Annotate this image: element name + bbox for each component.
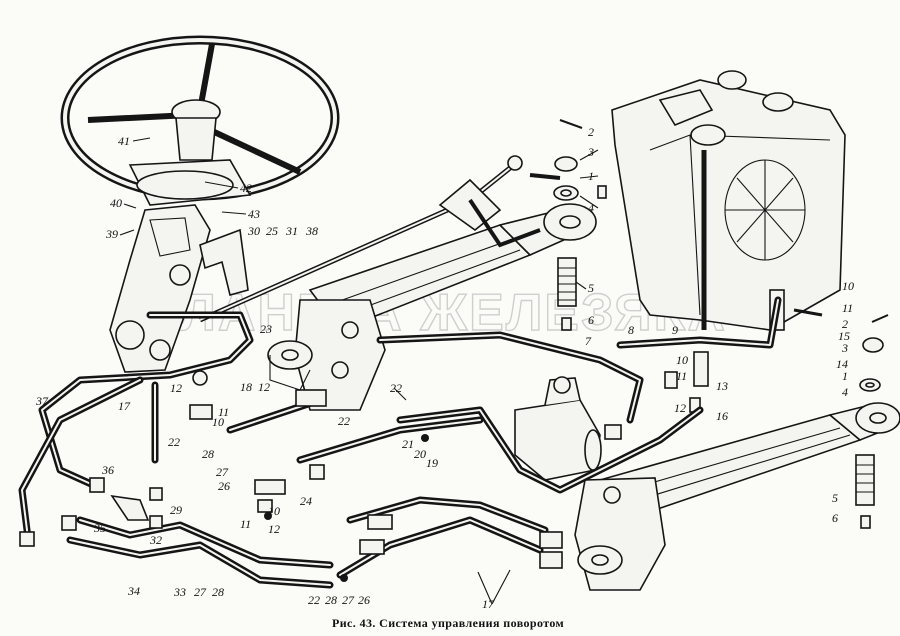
label-6-bottom: 6 — [832, 511, 838, 525]
label-6-top: 6 — [588, 313, 594, 327]
label-15: 15 — [838, 329, 850, 343]
label-10-mid: 10 — [676, 353, 688, 367]
label-26-left: 26 — [218, 479, 230, 493]
label-11-left: 11 — [218, 405, 229, 419]
label-25: 25 — [266, 224, 278, 238]
filter-canister — [514, 376, 602, 481]
label-28-bottom: 28 — [325, 593, 337, 607]
label-33: 33 — [173, 585, 186, 599]
steering-column — [109, 204, 249, 373]
label-3-right: 3 — [841, 341, 848, 355]
label-28-bottom-left: 28 — [212, 585, 224, 599]
label-12-mid: 12 — [674, 401, 686, 415]
label-27-bottom: 27 — [342, 593, 355, 607]
label-40: 40 — [110, 196, 122, 210]
label-17-bottom: 17 — [482, 597, 495, 611]
label-27-left: 27 — [216, 465, 229, 479]
label-13: 13 — [716, 379, 728, 393]
fittings — [19, 370, 622, 582]
label-16: 16 — [716, 409, 728, 423]
label-7: 7 — [585, 334, 592, 348]
label-28-left: 28 — [202, 447, 214, 461]
label-22-bottom: 22 — [308, 593, 320, 607]
label-29: 29 — [170, 503, 182, 517]
label-26-bottom: 26 — [358, 593, 370, 607]
label-23: 23 — [260, 322, 272, 336]
label-14: 14 — [836, 357, 848, 371]
threaded-pin-lower — [855, 454, 875, 529]
label-11-right: 11 — [842, 301, 853, 315]
label-2-right: 2 — [842, 317, 848, 331]
label-1-right: 1 — [842, 369, 848, 383]
label-4-top: 4 — [588, 201, 594, 215]
label-18: 18 — [240, 380, 252, 394]
upper-hydraulic-cylinder — [267, 203, 597, 411]
oil-tank — [611, 70, 846, 331]
label-39: 39 — [105, 227, 118, 241]
label-4-right: 4 — [842, 385, 848, 399]
label-10-right: 10 — [842, 279, 854, 293]
label-42: 42 — [240, 181, 252, 195]
label-9: 9 — [672, 323, 678, 337]
label-32: 32 — [149, 533, 162, 547]
label-31: 31 — [285, 224, 298, 238]
label-17-left: 17 — [118, 399, 131, 413]
label-12-bottom: 12 — [268, 522, 280, 536]
leader-lines — [119, 137, 599, 605]
label-10-bottom: 10 — [268, 504, 280, 518]
label-36: 36 — [101, 463, 114, 477]
lower-hydraulic-cylinder — [574, 402, 900, 591]
label-22-mid: 22 — [338, 414, 350, 428]
label-3-top: 3 — [587, 145, 594, 159]
label-35: 35 — [93, 521, 106, 535]
label-5-top: 5 — [588, 281, 594, 295]
label-1-top: 1 — [588, 169, 594, 183]
label-5-bottom: 5 — [832, 491, 838, 505]
label-41: 41 — [118, 134, 130, 148]
label-20: 20 — [414, 447, 426, 461]
label-12-mid-left: 12 — [258, 380, 270, 394]
label-2-top: 2 — [588, 125, 594, 139]
hydraulic-hoses — [18, 296, 782, 589]
tie-rod — [468, 156, 607, 248]
label-43: 43 — [248, 207, 260, 221]
label-11-mid: 11 — [676, 369, 687, 383]
label-30: 30 — [247, 224, 260, 238]
steering-wheel — [60, 35, 340, 206]
label-22-upper: 22 — [390, 381, 402, 395]
label-19: 19 — [426, 456, 438, 470]
label-21: 21 — [402, 437, 414, 451]
label-27-bottom-left: 27 — [194, 585, 207, 599]
figure-caption: Рис. 43. Система управления поворотом — [332, 616, 564, 630]
label-22-left: 22 — [168, 435, 180, 449]
callout-labels: 41 42 40 39 43 30 25 31 38 2 3 1 4 5 6 8… — [35, 125, 854, 611]
label-37: 37 — [35, 394, 49, 408]
label-38: 38 — [305, 224, 318, 238]
label-34: 34 — [127, 584, 140, 598]
label-8: 8 — [628, 323, 634, 337]
label-11-bottom: 11 — [240, 517, 251, 531]
label-10-left: 10 — [212, 415, 224, 429]
label-12-left: 12 — [170, 381, 182, 395]
label-24: 24 — [300, 494, 312, 508]
